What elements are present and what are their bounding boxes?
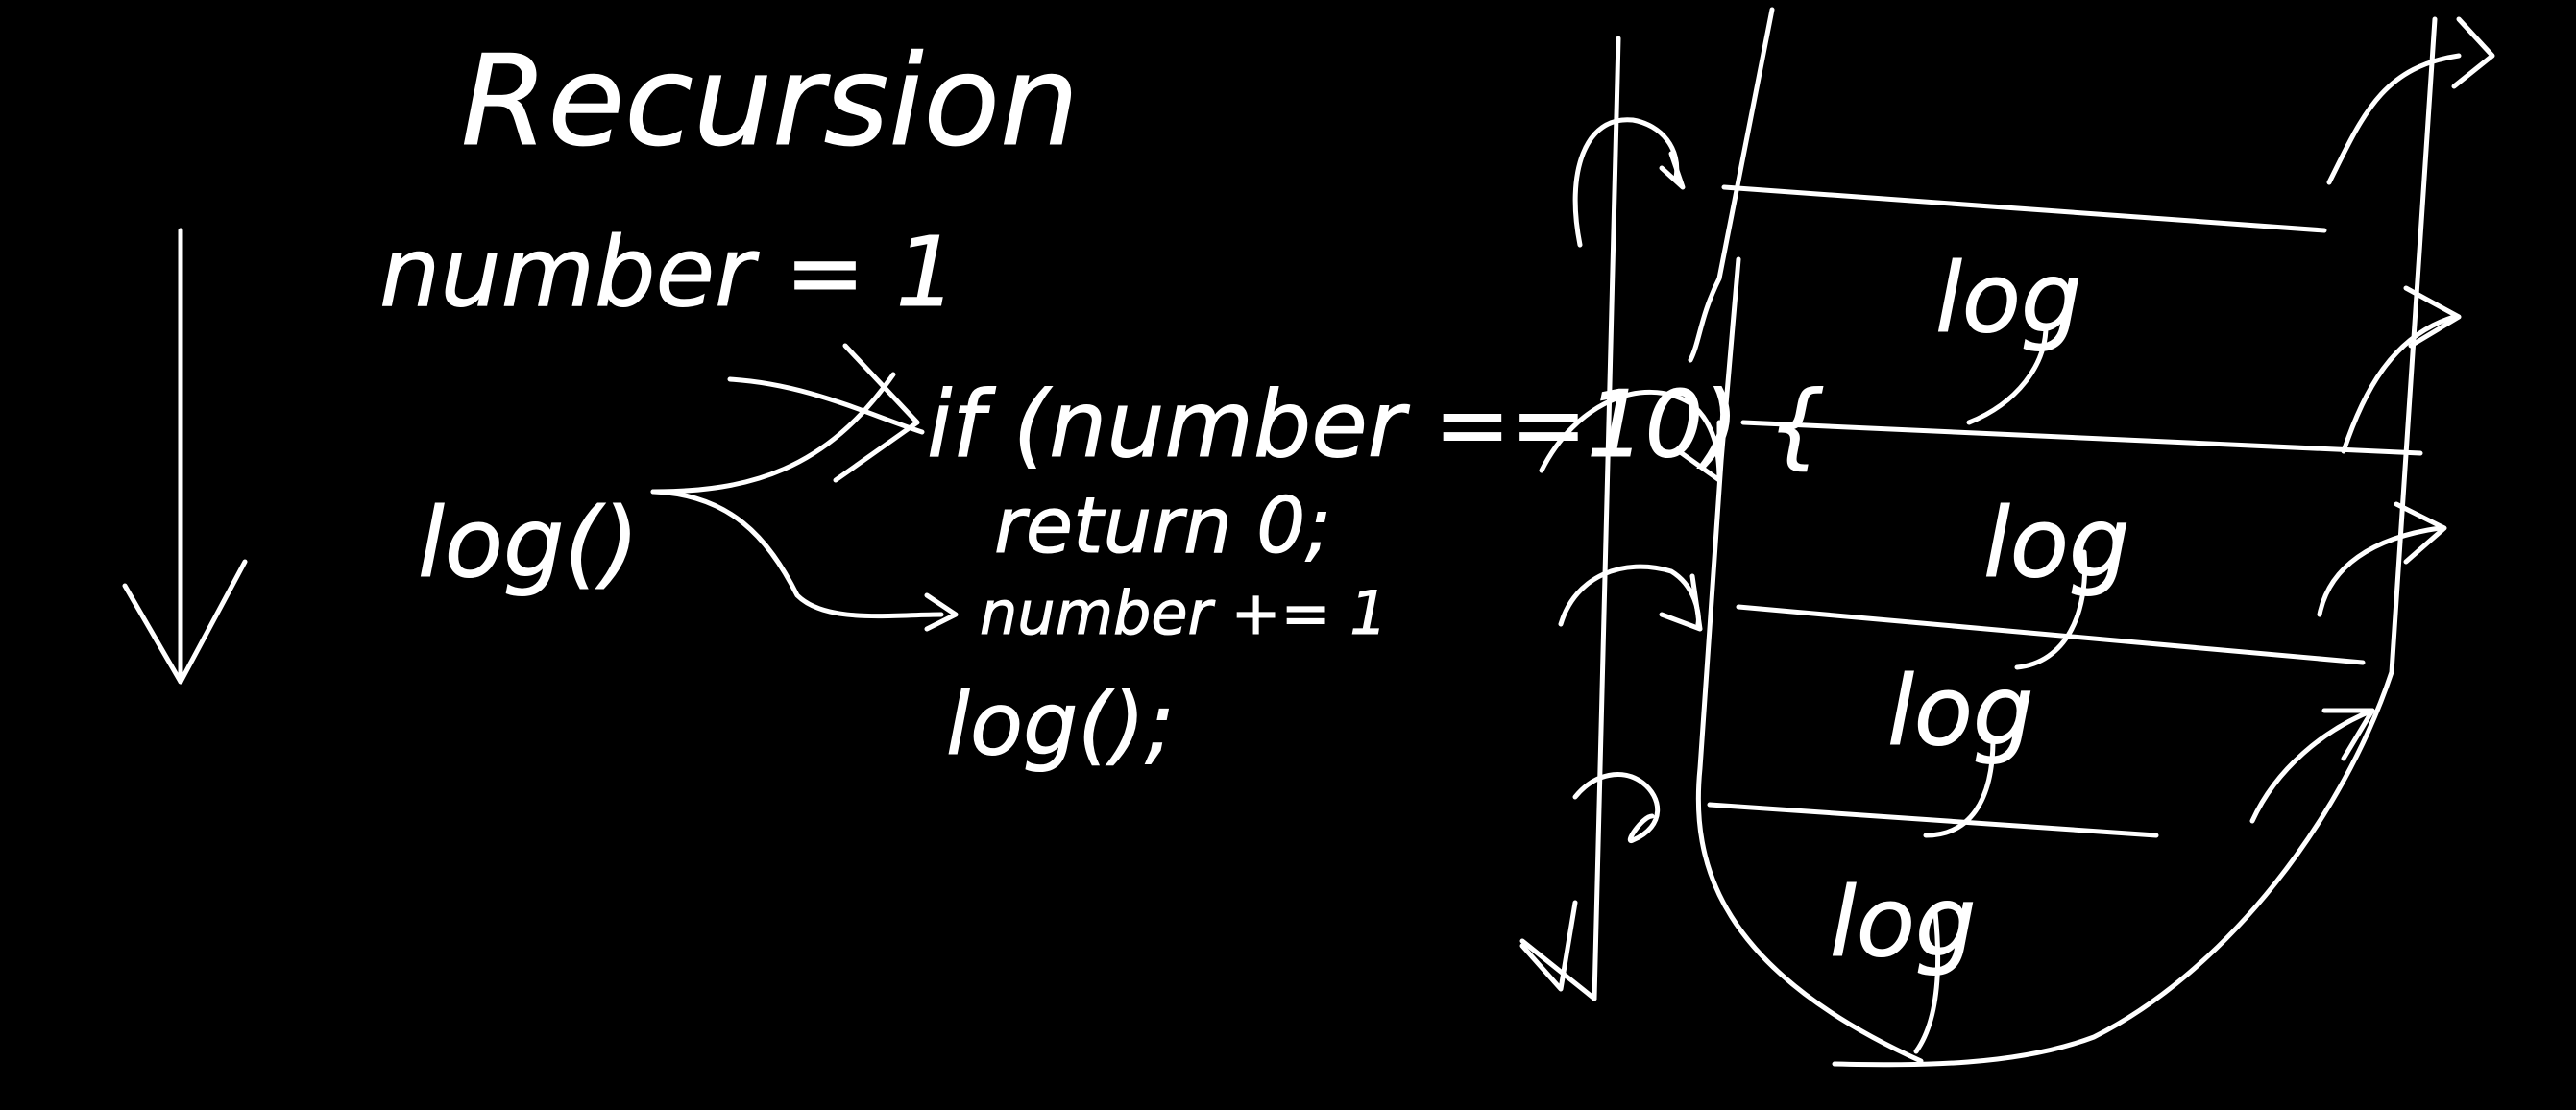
log-call-label: log(): [418, 487, 639, 599]
frame-curls: [1913, 324, 2088, 1054]
stack-down-arrow: [1519, 900, 1597, 1001]
increment-label: number += 1: [980, 578, 1388, 648]
call-stack-lines: [1592, 7, 2438, 1068]
recursive-call-label: log();: [946, 674, 1175, 775]
stack-frame-label: log: [1983, 487, 2129, 599]
call-arrows: [1539, 117, 1722, 843]
return-arrows: [2249, 16, 2495, 824]
if-condition-label: if (number ==10) {: [927, 373, 1826, 478]
return-label: return 0;: [994, 481, 1331, 570]
stack-frame-label: log: [1830, 866, 1976, 978]
stack-frame-lines: [1707, 184, 2423, 838]
title-recursion: Recursion: [461, 28, 1079, 174]
down-flow-arrow: [122, 228, 248, 685]
stack-frame-label: log: [1887, 655, 2033, 767]
number-init-label: number = 1: [379, 216, 957, 328]
stack-frame-label: log: [1935, 242, 2081, 354]
branch-arrows: [650, 343, 959, 632]
